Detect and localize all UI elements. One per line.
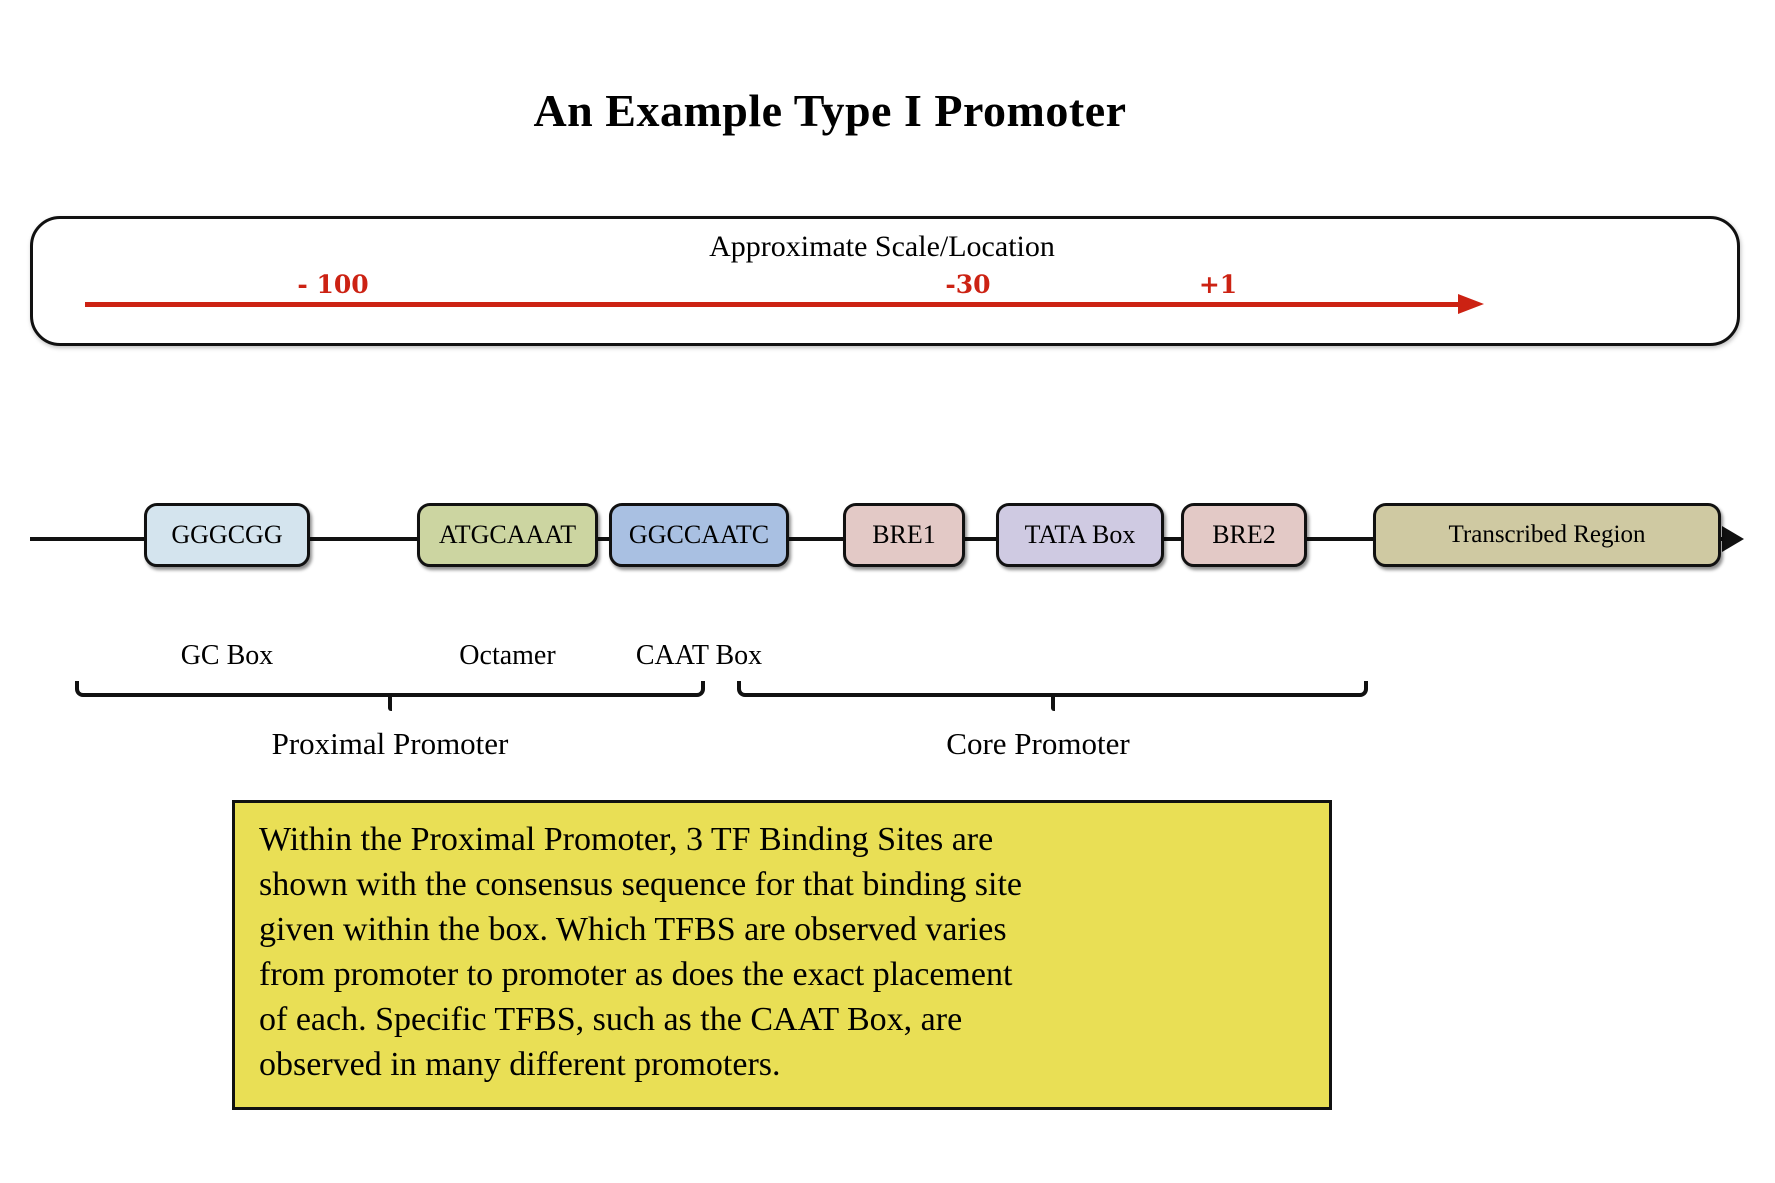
note-box: Within the Proximal Promoter, 3 TF Bindi… [232,800,1332,1110]
sublabel-octamer: Octamer [459,640,556,671]
note-line: given within the box. Which TFBS are obs… [259,911,1007,948]
note-line: of each. Specific TFBS, such as the CAAT… [259,1001,963,1038]
scale-marker-minus30: -30 [945,270,991,299]
tfbs-box-octamer-label: ATGCAAAT [438,520,577,549]
scale-panel [30,216,1740,346]
tfbs-box-gc-label: GGGCGG [171,520,283,549]
tfbs-box-tata-label: TATA Box [1024,520,1136,549]
sublabel-gc-box: GC Box [180,640,274,671]
transcribed-region-label: Transcribed Region [1448,521,1646,548]
dna-arrow-head-icon [1722,526,1744,552]
note-line: Within the Proximal Promoter, 3 TF Bindi… [259,821,994,858]
scale-panel-title: Approximate Scale/Location [709,230,1055,263]
note-line: from promoter to promoter as does the ex… [259,956,1013,993]
tfbs-box-bre2-label: BRE2 [1212,520,1276,549]
tfbs-box-bre1: BRE1 [843,503,965,567]
scale-arrow-head-icon [1458,294,1484,314]
sublabel-caat-box: CAAT Box [635,640,763,671]
tfbs-box-caat: GGCCAATC [609,503,789,567]
note-line: shown with the consensus sequence for th… [259,866,1022,903]
scale-marker-plus1: +1 [1198,270,1238,299]
proximal-promoter-label: Proximal Promoter [271,726,509,761]
transcribed-region-box: Transcribed Region [1373,503,1721,567]
tfbs-box-gc: GGGCGG [144,503,310,567]
proximal-promoter-bracket-tick [388,695,392,711]
page-title: An Example Type I Promoter [533,85,1127,136]
note-line: observed in many different promoters. [259,1046,781,1083]
scale-marker-minus100: - 100 [297,270,369,299]
scale-arrow-line [85,302,1465,307]
core-promoter-label: Core Promoter [946,726,1130,761]
tfbs-box-bre1-label: BRE1 [872,520,936,549]
tfbs-box-caat-label: GGCCAATC [628,520,770,549]
tfbs-box-tata: TATA Box [996,503,1164,567]
tfbs-box-octamer: ATGCAAAT [417,503,598,567]
core-promoter-bracket-tick [1051,695,1055,711]
tfbs-box-bre2: BRE2 [1181,503,1307,567]
